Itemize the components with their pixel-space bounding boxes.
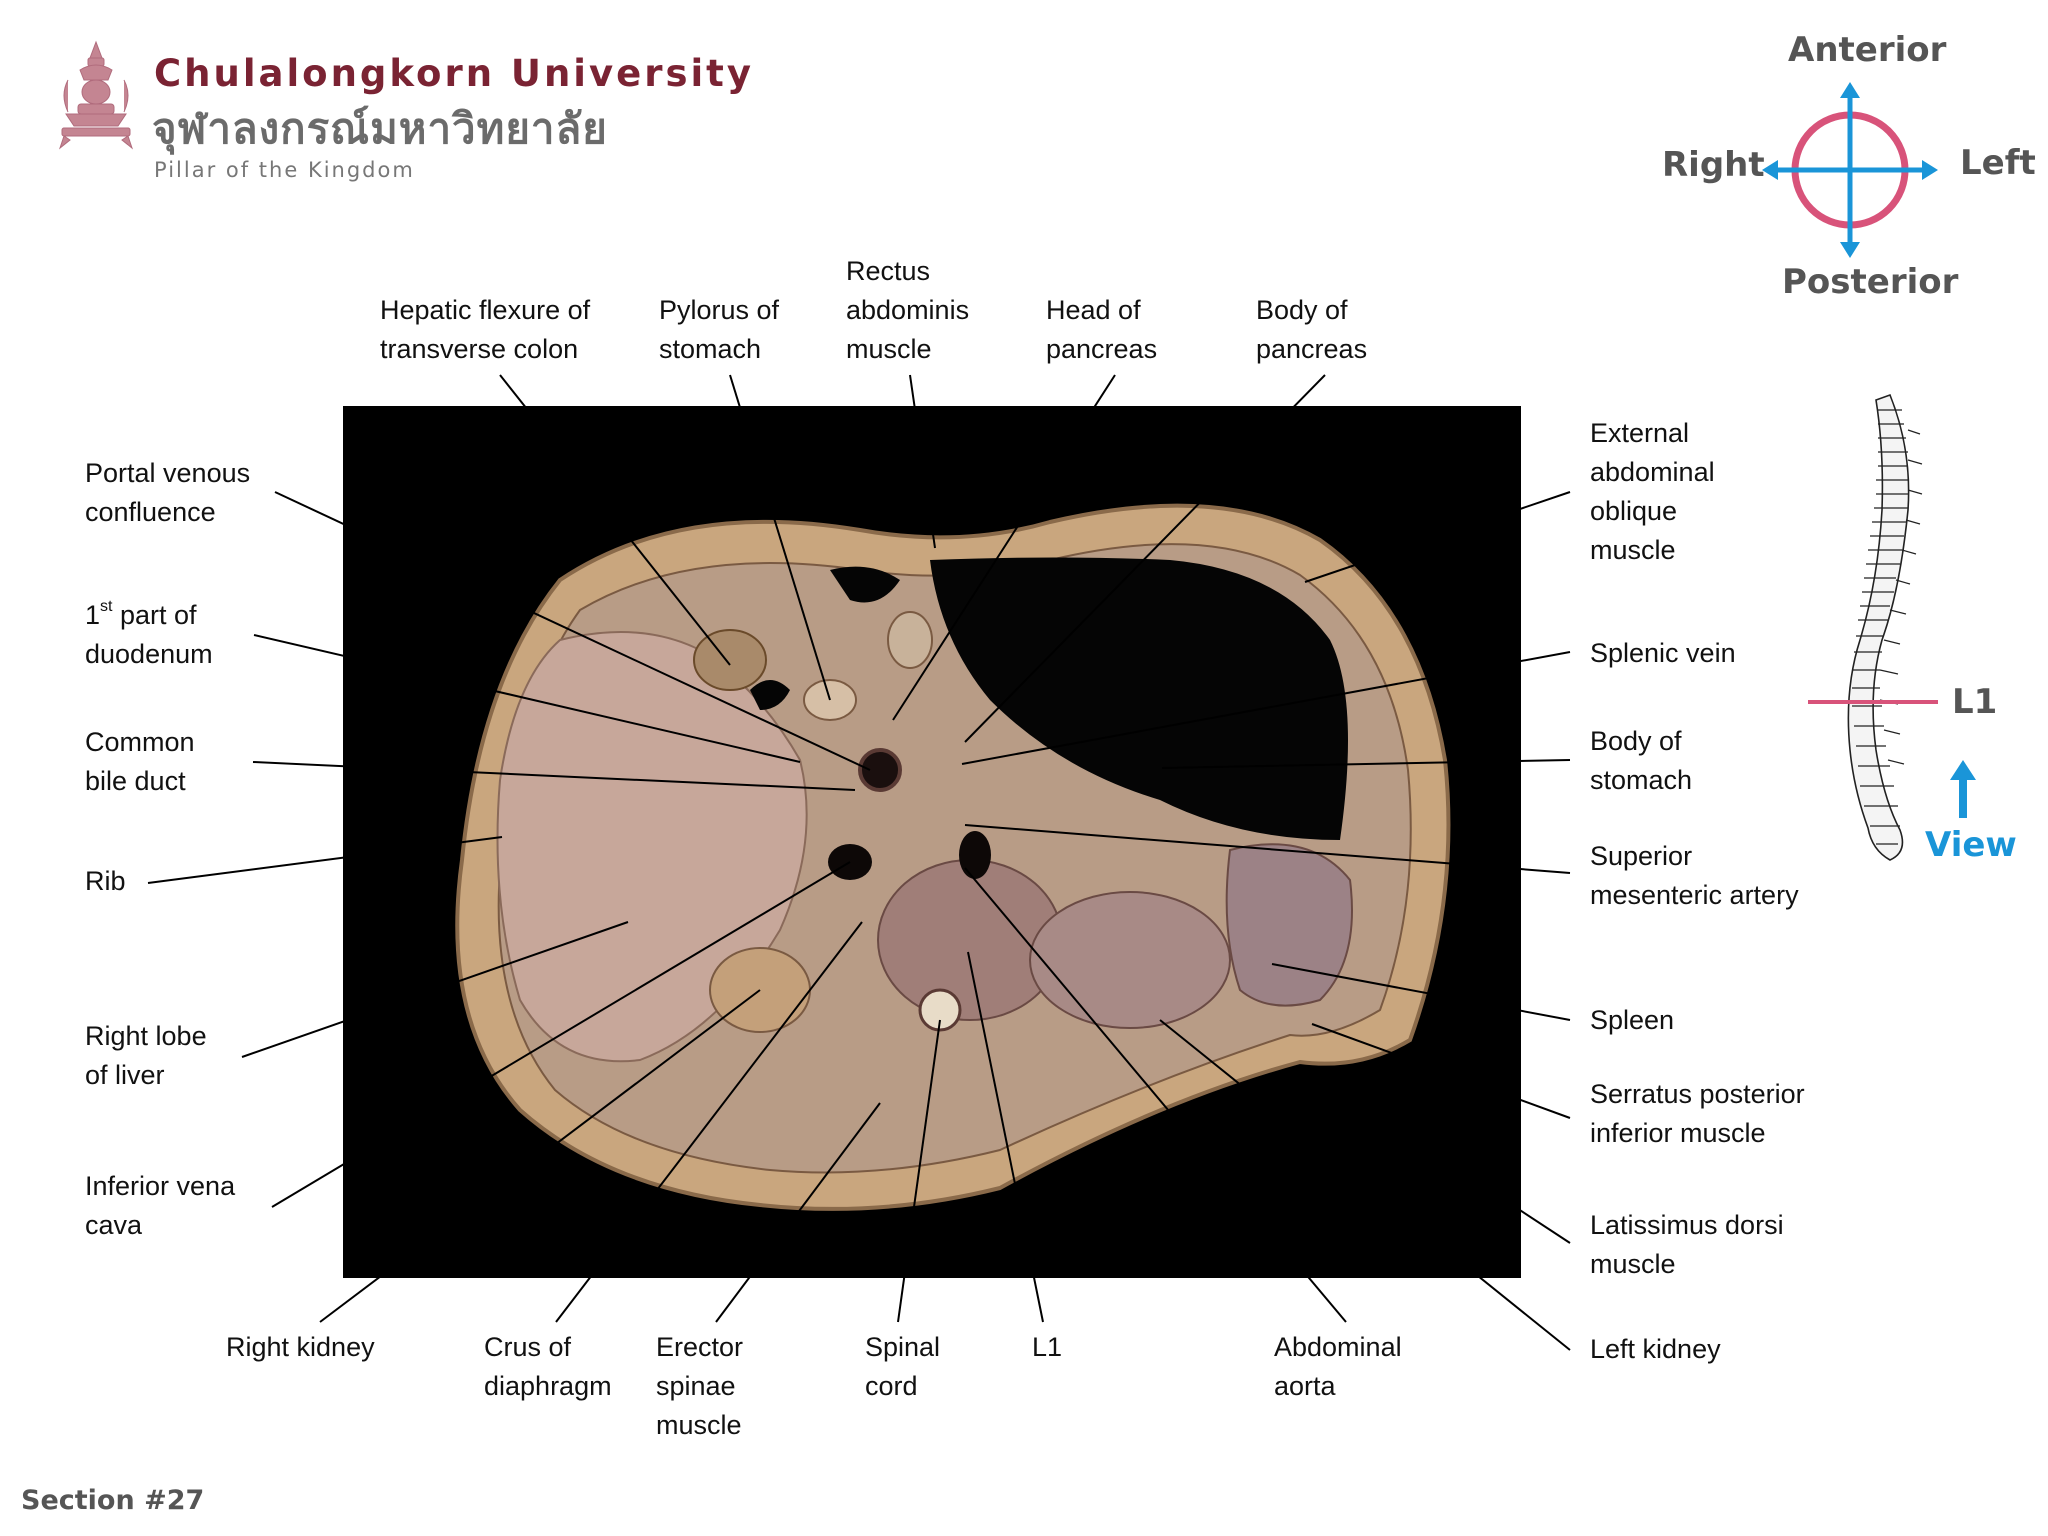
label-rib: Rib: [85, 866, 126, 896]
label-l1: L1: [1032, 1332, 1063, 1362]
posterior-arrow-icon: [1840, 242, 1860, 258]
university-logo: [58, 40, 134, 150]
leader-body-pancreas: [964, 374, 1326, 743]
university-name-th: จุฬาลงกรณ์มหาวิทยาลัย: [152, 104, 608, 153]
vertebral-column-illustration: [1847, 393, 1923, 861]
orientation-compass: [1762, 82, 1938, 258]
leader-portal: [274, 491, 871, 771]
view-label: View: [1925, 825, 2017, 865]
posterior-label: Posterior: [1782, 262, 1959, 302]
anterior-arrow-icon: [1840, 82, 1860, 98]
leader-serratus: [1311, 1023, 1571, 1119]
leader-hepatic-flexure: [499, 374, 731, 666]
leader-head-pancreas: [892, 374, 1116, 721]
leader-crus: [555, 921, 863, 1323]
section-number: Section #27: [21, 1485, 205, 1516]
leader-duodenum: [253, 634, 801, 763]
label-duodenum: 1st part of duodenum: [85, 598, 213, 669]
label-spleen: Spleen: [1590, 1005, 1675, 1035]
right-arrow-icon: [1762, 160, 1778, 180]
view-direction-arrow-icon: [1950, 760, 1976, 818]
portal-confluence: [858, 748, 902, 792]
leader-spinal-cord: [897, 1019, 941, 1323]
label-right-kidney: Right kidney: [226, 1332, 375, 1362]
left-label: Left: [1960, 143, 2036, 183]
anterior-label: Anterior: [1788, 30, 1947, 70]
leader-spleen: [1271, 963, 1571, 1021]
phra-kieo-emblem-icon: [58, 40, 134, 150]
spinal-canal: [918, 988, 962, 1032]
vertebral-level-line: [1808, 700, 1938, 704]
left-kidney: [1029, 891, 1231, 1029]
university-tagline: Pillar of the Kingdom: [154, 158, 415, 182]
leader-ivc: [271, 861, 851, 1208]
leader-pylorus: [729, 374, 831, 701]
leader-latissimus: [1321, 1079, 1571, 1244]
leader-aorta: [964, 867, 1347, 1323]
vertebral-level-label: L1: [1952, 682, 1998, 722]
leader-right-kidney: [319, 989, 761, 1323]
leader-rectus: [909, 374, 936, 549]
left-arrow-icon: [1922, 160, 1938, 180]
label-splenic-vein: Splenic vein: [1590, 638, 1736, 668]
leader-left-kidney: [1159, 1019, 1571, 1351]
leader-erector: [715, 1102, 881, 1323]
aorta: [959, 831, 991, 879]
right-label: Right: [1662, 145, 1765, 185]
leader-body-stomach: [1161, 759, 1571, 769]
spleen: [1225, 843, 1353, 1007]
university-name-en: Chulalongkorn University: [154, 52, 754, 95]
leader-bile-duct: [252, 761, 856, 791]
label-left-kidney: Left kidney: [1590, 1334, 1721, 1364]
leader-sma: [964, 824, 1571, 874]
leader-l1: [967, 951, 1044, 1323]
leader-right-lobe: [241, 921, 629, 1058]
leader-splenic-vein: [961, 651, 1571, 765]
leader-ext-oblique: [1304, 491, 1571, 583]
leader-rib: [147, 836, 503, 884]
